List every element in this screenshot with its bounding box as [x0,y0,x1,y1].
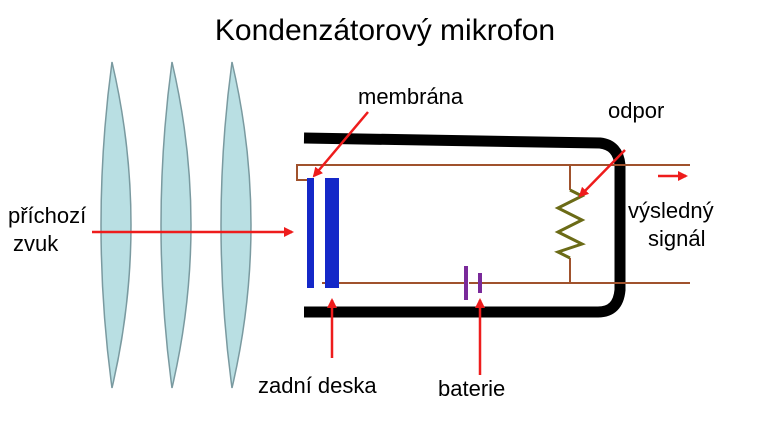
wire-top [296,164,690,181]
circuit-wires [296,164,690,284]
pointer-arrows [92,111,688,375]
page-title: Kondenzátorový mikrofon [215,14,555,47]
output-signal-label-2: signál [648,226,705,251]
membrane-arrow [312,111,369,178]
backplate-label: zadní deska [258,373,377,398]
resistor-label: odpor [608,98,664,123]
sound-wave-3 [220,61,252,389]
membrane-plate [307,178,314,288]
sound-wave-2 [160,61,192,389]
battery-label: baterie [438,376,505,401]
incoming-sound-label-1: příchozí [8,203,86,228]
microphone-casing [303,132,626,318]
battery-symbol [464,266,482,300]
incoming-sound-label-2: zvuk [13,231,59,256]
membrane-label: membrána [358,84,464,109]
sound-wave-1 [100,61,132,389]
resistor-zigzag [554,188,586,260]
output-signal-label-1: výsledný [628,198,714,223]
backplate [325,178,339,288]
sound-waves [100,61,252,389]
resistor-arrow [578,149,626,198]
